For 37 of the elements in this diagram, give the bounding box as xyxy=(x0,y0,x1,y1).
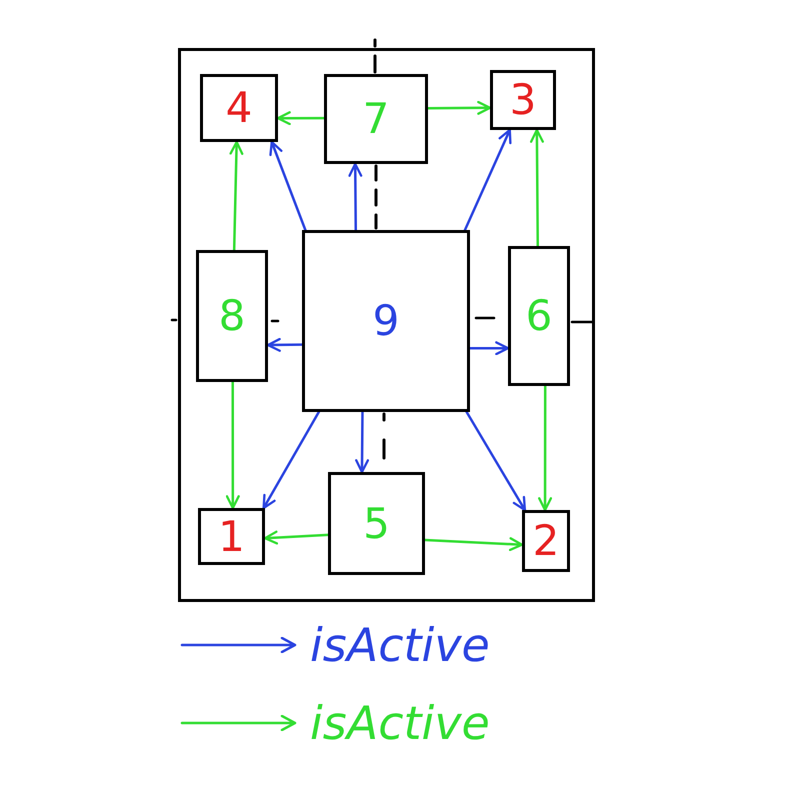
numbered-box xyxy=(302,230,470,412)
legend-label: isActive xyxy=(310,622,490,668)
arrow xyxy=(348,162,362,232)
box-number: 2 xyxy=(532,520,560,562)
legend-label: isActive xyxy=(310,700,490,746)
arrow xyxy=(530,128,544,248)
arrow xyxy=(538,384,552,512)
box-number: 5 xyxy=(363,502,390,544)
arrow xyxy=(464,128,512,232)
arrow xyxy=(355,410,370,474)
numbered-box xyxy=(324,74,428,164)
arrow xyxy=(226,380,240,510)
numbered-box xyxy=(200,74,278,142)
arrow xyxy=(264,530,330,545)
box-number: 8 xyxy=(218,295,246,337)
box-number: 1 xyxy=(218,516,245,558)
numbered-box xyxy=(198,508,265,565)
arrow xyxy=(266,338,304,352)
arrow xyxy=(426,100,492,115)
arrow xyxy=(262,410,320,510)
arrow xyxy=(276,111,326,126)
numbered-box xyxy=(508,246,570,386)
arrow xyxy=(468,341,510,356)
box-number: 4 xyxy=(226,87,252,129)
numbered-box xyxy=(328,472,425,575)
box-number: 7 xyxy=(362,98,390,140)
arrow xyxy=(424,537,524,552)
box-number: 9 xyxy=(372,300,400,342)
numbered-box xyxy=(522,510,570,572)
arrow xyxy=(269,140,307,232)
outer-frame xyxy=(178,48,595,602)
box-number: 3 xyxy=(510,79,536,121)
numbered-box xyxy=(490,70,556,130)
arrow xyxy=(229,140,244,252)
arrow xyxy=(465,410,526,512)
numbered-box xyxy=(196,250,268,382)
box-number: 6 xyxy=(526,295,552,337)
